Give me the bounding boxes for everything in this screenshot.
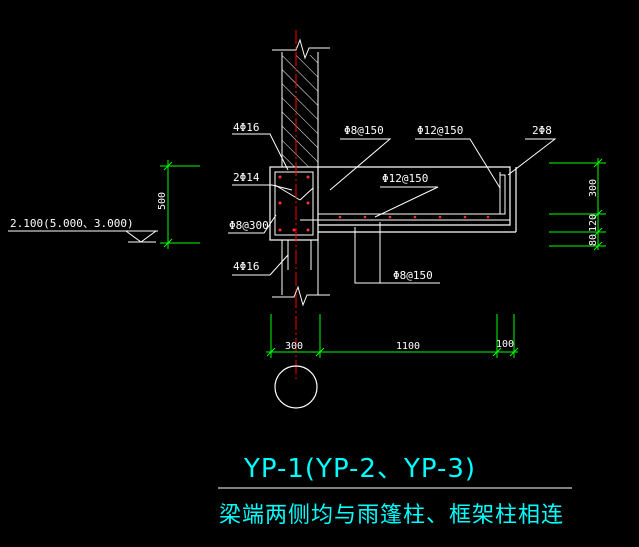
- rebar-dot: [486, 215, 490, 219]
- dim-canopy-edge-height: 300: [588, 179, 599, 197]
- drawing-title: YP-1(YP-2、YP-3): [243, 454, 476, 484]
- bottom-break-line: [272, 285, 330, 307]
- top-break-line: [272, 38, 330, 60]
- label-canopy-top-main: Φ12@150: [417, 124, 463, 137]
- dim-canopy-lip: 100: [496, 339, 514, 350]
- canopy-slab: [300, 166, 517, 233]
- dim-canopy-bottom: 80: [588, 234, 599, 246]
- rebar-dot: [292, 228, 296, 232]
- beam-stirrup: [274, 171, 314, 236]
- rebar-dot: [278, 175, 282, 179]
- label-top-column-bars: 4Φ16: [233, 121, 260, 134]
- rebar-dot: [438, 215, 442, 219]
- rebar-dot: [413, 215, 417, 219]
- canopy-rebar-cage: [318, 174, 506, 215]
- upper-wall: [272, 38, 330, 167]
- lower-column: [272, 240, 330, 307]
- label-canopy-top-dist: Φ8@150: [344, 124, 384, 137]
- rebar-dot: [463, 215, 467, 219]
- drawing-note: 梁端两侧均与雨篷柱、框架柱相连: [219, 503, 564, 528]
- rebar-dot: [306, 201, 310, 205]
- rebar-dot: [278, 201, 282, 205]
- dim-canopy-slab: 120: [588, 214, 599, 232]
- label-canopy-edge-bars: 2Φ8: [532, 124, 552, 137]
- leader-lines: [228, 133, 557, 284]
- dim-canopy-length: 1100: [396, 341, 420, 352]
- rebar-dot: [338, 215, 342, 219]
- label-stirrup: Φ8@300: [229, 219, 269, 232]
- right-dimension: [549, 158, 606, 251]
- rebar-dot: [278, 228, 282, 232]
- beam-section: [269, 166, 319, 241]
- elevation-marker: [8, 230, 158, 243]
- label-canopy-bottom-dist: Φ8@150: [393, 269, 433, 282]
- label-bottom-column-bars: 4Φ16: [233, 260, 260, 273]
- bottom-dimension: [266, 314, 519, 358]
- elevation-label: 2.100(5.000、3.000): [10, 217, 134, 230]
- rebar-dot: [388, 215, 392, 219]
- dim-beam-width: 300: [285, 341, 303, 352]
- label-beam-side-bars: 2Φ14: [233, 171, 260, 184]
- axis-bubble: [274, 365, 318, 409]
- rebar-dot: [363, 215, 367, 219]
- left-dimension: [160, 160, 200, 249]
- dim-beam-depth: 500: [157, 192, 168, 210]
- rebar-dot: [306, 228, 310, 232]
- rebar-dot: [306, 175, 310, 179]
- label-canopy-mid-main: Φ12@150: [382, 172, 428, 185]
